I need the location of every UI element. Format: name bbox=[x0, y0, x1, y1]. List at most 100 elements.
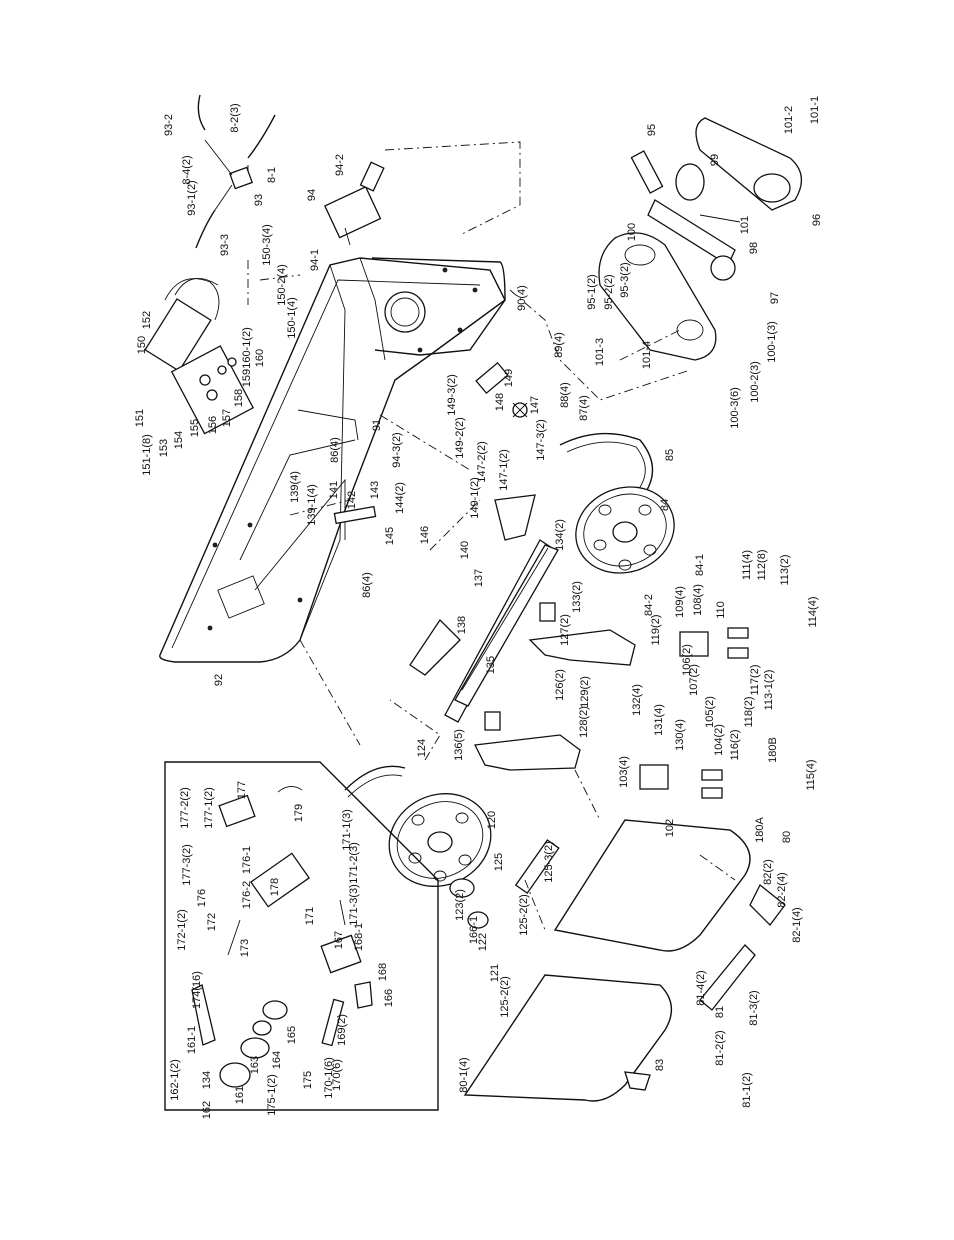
part-callout: 93-1(2) bbox=[186, 180, 198, 215]
part-callout: 94 bbox=[306, 189, 318, 201]
part-callout: 100 bbox=[626, 223, 638, 241]
part-callout: 86(4) bbox=[361, 572, 373, 598]
part-callout: 109(4) bbox=[674, 586, 686, 618]
part-callout: 134(2) bbox=[554, 519, 566, 551]
part-callout: 173 bbox=[239, 939, 251, 957]
part-callout: 140 bbox=[459, 541, 471, 559]
part-callout: 154 bbox=[173, 431, 185, 449]
part-callout: 121 bbox=[489, 964, 501, 982]
part-callout: 168 bbox=[377, 963, 389, 981]
part-callout: 116(2) bbox=[729, 730, 741, 761]
part-callout: 8-4(2) bbox=[181, 155, 193, 184]
part-callout: 80 bbox=[781, 831, 793, 843]
part-callout: 149-2(2) bbox=[454, 417, 466, 459]
part-callout: 159 bbox=[241, 369, 253, 387]
part-callout: 171 bbox=[304, 907, 316, 925]
part-callout: 125-2(2) bbox=[518, 894, 530, 936]
part-callout: 160-1(2) bbox=[241, 327, 253, 369]
part-callout: 101 bbox=[739, 216, 751, 234]
part-callout: 169(2) bbox=[336, 1014, 348, 1046]
part-callout: 105(2) bbox=[704, 696, 716, 728]
wheel-120 bbox=[344, 765, 492, 887]
blade-guide-bar bbox=[409, 494, 559, 723]
part-callout: 93 bbox=[253, 194, 265, 206]
part-callout: 150-3(4) bbox=[261, 224, 273, 266]
part-callout: 101-1 bbox=[809, 96, 821, 124]
drawing-geometry bbox=[144, 94, 802, 1111]
part-callout: 147-2(2) bbox=[476, 441, 488, 483]
part-callout: 176 bbox=[196, 889, 208, 907]
part-callout: 166-1 bbox=[468, 916, 480, 944]
part-callout: 137 bbox=[473, 569, 485, 587]
part-callout: 129(2) bbox=[579, 676, 591, 708]
part-callout: 150-2(4) bbox=[276, 264, 288, 306]
part-callout: 80-1(4) bbox=[458, 1057, 470, 1092]
part-callout: 130(4) bbox=[674, 719, 686, 751]
part-callout: 81 bbox=[714, 1006, 726, 1018]
part-callout: 8-1 bbox=[266, 167, 278, 183]
part-callout: 178 bbox=[269, 878, 281, 896]
part-callout: 157 bbox=[221, 409, 233, 427]
part-callout: 149 bbox=[503, 369, 515, 387]
part-callout: 81-1(2) bbox=[741, 1072, 753, 1107]
part-callout: 118(2) bbox=[743, 697, 755, 728]
part-callout: 85 bbox=[664, 449, 676, 461]
part-callout: 147-3(2) bbox=[535, 419, 547, 461]
part-callout: 101-4 bbox=[641, 341, 653, 369]
part-callout: 93-2 bbox=[163, 114, 175, 136]
part-callout: 89(4) bbox=[553, 332, 565, 358]
part-callout: 175 bbox=[302, 1071, 314, 1089]
part-callout: 176-2 bbox=[241, 881, 253, 909]
part-callout: 123(2) bbox=[454, 889, 466, 921]
part-callout: 93-3 bbox=[219, 234, 231, 256]
part-callout: 149-3(2) bbox=[446, 374, 458, 416]
part-callout: 122 bbox=[477, 933, 489, 951]
part-callout: 172-1(2) bbox=[176, 909, 188, 951]
gearbox bbox=[324, 161, 385, 246]
part-callout: 111(4) bbox=[741, 550, 753, 580]
part-callout: 170(6) bbox=[331, 1059, 343, 1091]
part-callout: 90(4) bbox=[516, 285, 528, 311]
part-callout: 8-2(3) bbox=[229, 103, 241, 132]
part-callout: 155 bbox=[189, 419, 201, 437]
cover-80 bbox=[553, 819, 751, 952]
part-callout: 95-3(2) bbox=[619, 262, 631, 297]
part-callout: 146 bbox=[419, 526, 431, 544]
part-callout: 180A bbox=[754, 816, 766, 842]
part-callout: 177-1(2) bbox=[203, 787, 215, 829]
part-callout: 98 bbox=[748, 242, 760, 254]
saw-frame bbox=[159, 257, 506, 663]
part-callout: 151-1(8) bbox=[141, 434, 153, 476]
part-callout: 138 bbox=[456, 616, 468, 634]
part-callout: 82-2(4) bbox=[776, 872, 788, 907]
part-callout: 161-1 bbox=[186, 1026, 198, 1054]
part-callout: 82-1(4) bbox=[791, 907, 803, 942]
part-callout: 142 bbox=[346, 491, 358, 509]
part-callout: 127(2) bbox=[559, 614, 571, 646]
part-callout: 171-3(3) bbox=[348, 884, 360, 926]
part-callout: 81-3(2) bbox=[748, 990, 760, 1025]
part-callout: 100-3(6) bbox=[729, 387, 741, 429]
part-callout: 165 bbox=[286, 1026, 298, 1044]
tension-arm bbox=[598, 117, 802, 361]
part-callout: 100-2(3) bbox=[749, 361, 761, 403]
leader-lines bbox=[247, 141, 736, 931]
part-callout: 141 bbox=[328, 481, 340, 499]
part-callout: 152 bbox=[141, 311, 153, 329]
bearing-blocks bbox=[639, 627, 749, 799]
part-callout: 86(4) bbox=[329, 437, 341, 463]
part-callout: 108(4) bbox=[692, 584, 704, 616]
wheel-84 bbox=[575, 486, 675, 574]
part-callout: 104(2) bbox=[713, 724, 725, 756]
part-callout: 131(4) bbox=[653, 704, 665, 736]
part-callout: 125-3(2) bbox=[543, 841, 555, 883]
part-callout: 145 bbox=[384, 527, 396, 545]
part-callout: 113-1(2) bbox=[763, 670, 775, 711]
part-callout: 88(4) bbox=[559, 382, 571, 408]
part-callout: 84 bbox=[659, 499, 671, 511]
part-callout: 171-2(3) bbox=[348, 842, 360, 884]
inset-frame bbox=[164, 761, 439, 1111]
